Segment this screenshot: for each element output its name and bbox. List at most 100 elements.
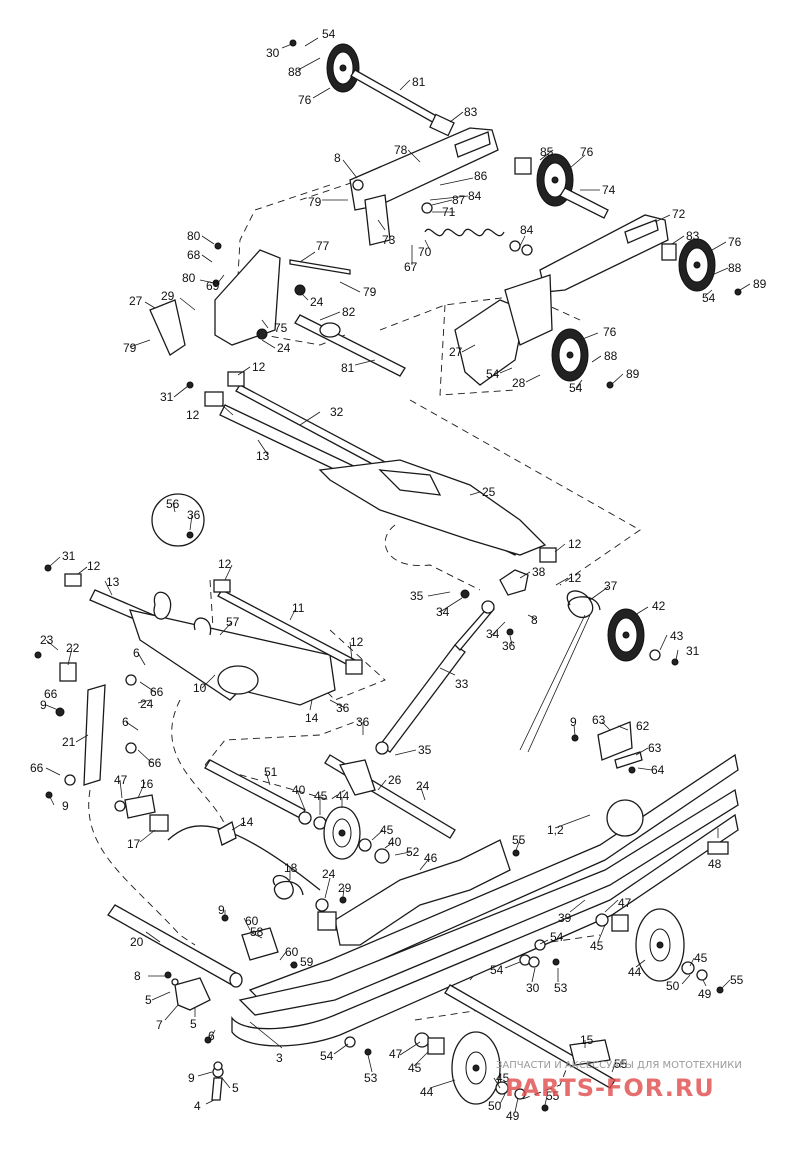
callout-22: 22 (66, 641, 80, 655)
label-box-48 (707, 841, 729, 855)
callout-88: 88 (728, 261, 742, 275)
callout-76: 76 (603, 325, 617, 339)
callout-12: 12 (252, 360, 266, 374)
callout-40: 40 (388, 835, 402, 849)
callout-29: 29 (338, 881, 352, 895)
callout-14: 14 (240, 815, 254, 829)
callout-71: 71 (442, 205, 456, 219)
watermark-logo-text: PARTS-FOR.RU (505, 1074, 715, 1102)
callout-31: 31 (160, 390, 174, 404)
callout-10: 10 (193, 681, 207, 695)
callout-51: 51 (264, 765, 278, 779)
callout-13: 13 (106, 575, 120, 589)
callout-47: 47 (389, 1047, 403, 1061)
callout-35: 35 (410, 589, 424, 603)
front-arm-assembly (34, 371, 679, 946)
callout-26: 26 (388, 773, 402, 787)
callout-74: 74 (602, 183, 616, 197)
callout-9: 9 (570, 715, 577, 729)
callout-30: 30 (526, 981, 540, 995)
callout-45: 45 (408, 1061, 422, 1075)
callout-56: 56 (166, 497, 180, 511)
callout-46: 46 (424, 851, 438, 865)
callout-77: 77 (316, 239, 330, 253)
callout-49: 49 (698, 987, 712, 1001)
callout-9: 9 (188, 1071, 195, 1085)
callout-17: 17 (127, 837, 141, 851)
callout-1-2: 1,2 (547, 823, 564, 837)
callout-36: 36 (502, 639, 516, 653)
callout-50: 50 (488, 1099, 502, 1113)
callout-9: 9 (62, 799, 69, 813)
callout-79: 79 (363, 285, 377, 299)
callout-23: 23 (40, 633, 54, 647)
idler-wheel-42 (607, 608, 645, 662)
idler-wheel-44-right (635, 908, 685, 982)
callout-52: 52 (406, 845, 420, 859)
callout-45: 45 (496, 1071, 510, 1085)
callout-57: 57 (226, 615, 240, 629)
callout-6: 6 (122, 715, 129, 729)
callout-60: 60 (285, 945, 299, 959)
callout-5: 5 (190, 1017, 197, 1031)
callout-24: 24 (277, 341, 291, 355)
rail-detail-circle (606, 799, 644, 837)
callout-30: 30 (266, 46, 280, 60)
callout-72: 72 (672, 207, 686, 221)
callout-85: 85 (540, 145, 554, 159)
callout-54: 54 (486, 367, 500, 381)
callout-44: 44 (628, 965, 642, 979)
callout-12: 12 (568, 571, 582, 585)
callout-15: 15 (580, 1033, 594, 1047)
callout-11: 11 (292, 601, 305, 615)
callout-68: 68 (187, 248, 201, 262)
callout-78: 78 (394, 143, 408, 157)
callout-12: 12 (568, 537, 582, 551)
callout-59: 59 (300, 955, 314, 969)
callout-3: 3 (276, 1051, 283, 1065)
callout-76: 76 (298, 93, 312, 107)
callout-60: 60 (245, 914, 259, 928)
callout-76: 76 (728, 235, 742, 249)
callout-8: 8 (531, 613, 538, 627)
callout-39: 39 (558, 911, 572, 925)
callout-81: 81 (412, 75, 426, 89)
callout-37: 37 (604, 579, 618, 593)
callout-55: 55 (546, 1089, 560, 1103)
callout-54: 54 (702, 291, 716, 305)
callout-36: 36 (336, 701, 350, 715)
callout-54: 54 (320, 1049, 334, 1063)
callout-18: 18 (284, 861, 298, 875)
callout-66: 66 (30, 761, 44, 775)
callout-55: 55 (512, 833, 526, 847)
callout-13: 13 (256, 449, 270, 463)
callout-80: 80 (182, 271, 196, 285)
callout-84: 84 (468, 189, 482, 203)
watermark: ЗАПЧАСТИ И АКСЕССУАРЫ ДЛЯ МОТОТЕХНИКИ PA… (496, 1060, 742, 1102)
idler-wheel-44-middle (323, 806, 361, 860)
slide-rail-assembly (107, 753, 739, 1112)
callout-58: 58 (250, 925, 264, 939)
callout-45: 45 (380, 823, 394, 837)
callout-35: 35 (418, 743, 432, 757)
callout-44: 44 (336, 789, 350, 803)
callout-54: 54 (569, 381, 583, 395)
callout-79: 79 (308, 195, 322, 209)
callout-67: 67 (404, 260, 418, 274)
callout-69: 69 (206, 279, 220, 293)
callout-47: 47 (114, 773, 128, 787)
callout-81: 81 (341, 361, 355, 375)
rear-idler-assembly (149, 39, 742, 389)
callout-4: 4 (194, 1099, 201, 1113)
leader-lines (45, 37, 751, 1113)
callout-83: 83 (464, 105, 478, 119)
callout-75: 75 (274, 321, 288, 335)
callout-21: 21 (62, 735, 76, 749)
callout-47: 47 (618, 896, 632, 910)
callout-64: 64 (651, 763, 665, 777)
callout-28: 28 (512, 376, 526, 390)
callout-24: 24 (416, 779, 430, 793)
callout-12: 12 (186, 408, 200, 422)
callout-5: 5 (232, 1081, 239, 1095)
callout-88: 88 (288, 65, 302, 79)
